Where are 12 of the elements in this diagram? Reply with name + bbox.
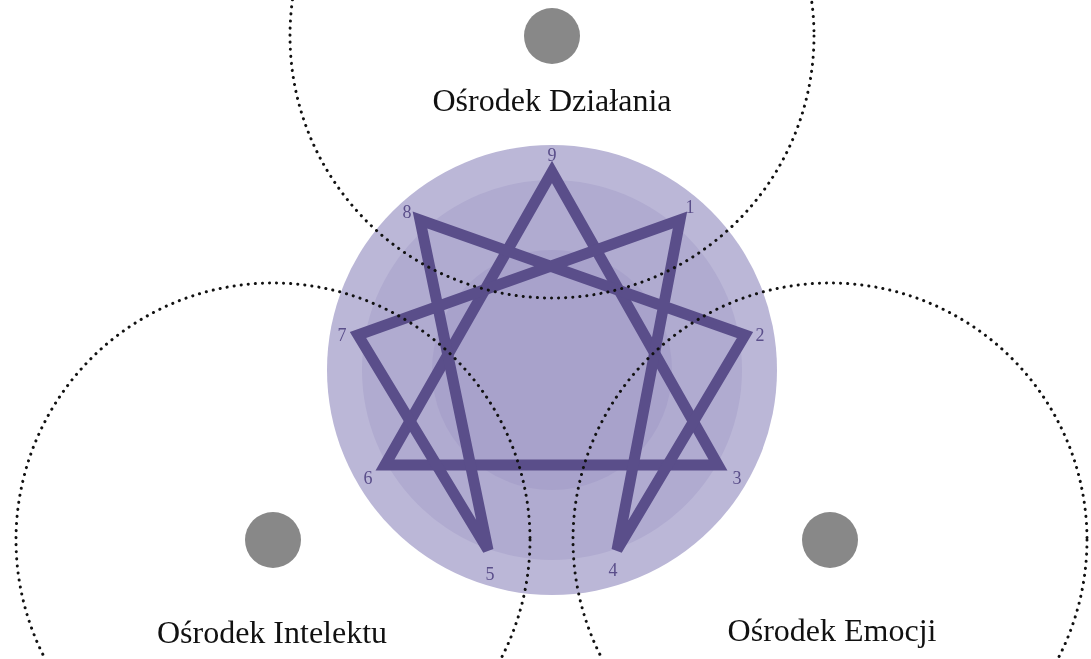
center-label: Ośrodek Działania: [432, 84, 672, 116]
point-number: 6: [363, 469, 373, 487]
point-number: 5: [485, 565, 495, 583]
point-number: 3: [732, 469, 742, 487]
center-label: Ośrodek Intelektu: [156, 616, 388, 648]
center-label: Ośrodek Emocji: [727, 614, 937, 646]
point-number: 7: [337, 326, 347, 344]
point-number: 9: [547, 146, 557, 164]
point-number: 8: [402, 203, 412, 221]
point-number: 1: [685, 198, 695, 216]
point-number: 4: [608, 561, 618, 579]
point-number: 2: [755, 326, 765, 344]
